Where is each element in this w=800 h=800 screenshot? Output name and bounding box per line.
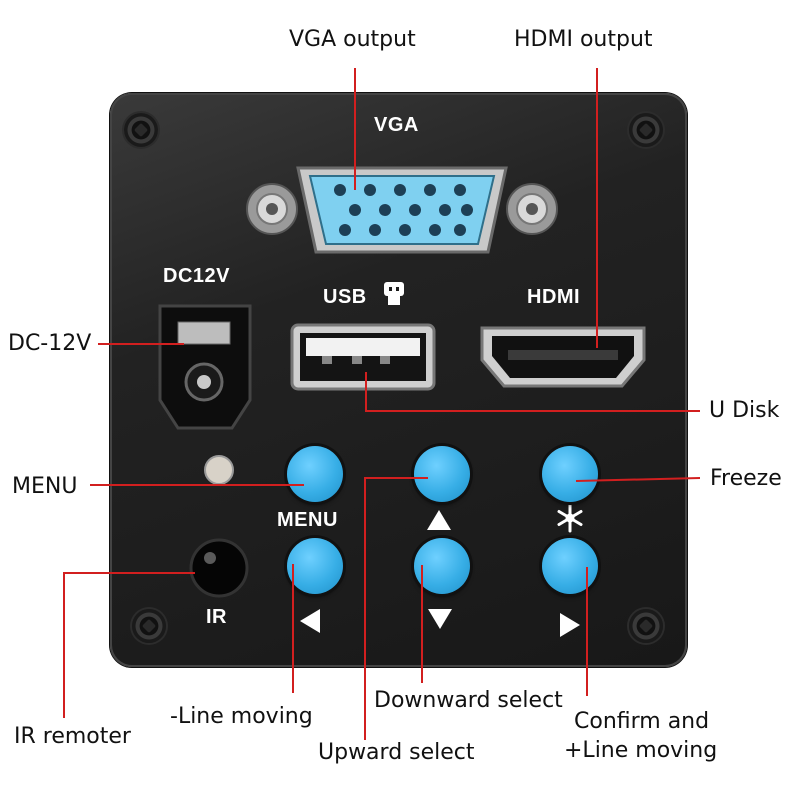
leader-ir (63, 572, 195, 718)
callout-upward-select: Upward select (318, 740, 475, 765)
leader-up (364, 477, 428, 740)
left-arrow-icon (300, 609, 320, 633)
right-button[interactable] (542, 538, 598, 594)
down-button[interactable] (414, 538, 470, 594)
dc-power-jack[interactable] (158, 304, 252, 430)
vga-thumbscrew-left (246, 183, 298, 235)
callout-ir-remoter: IR remoter (14, 724, 131, 749)
dc12v-label: DC12V (163, 265, 230, 287)
callout-u-disk: U Disk (709, 398, 780, 423)
usb-trident-icon (384, 282, 404, 305)
usb-label: USB (323, 286, 367, 308)
callout-menu: MENU (12, 474, 78, 499)
right-arrow-icon (560, 613, 580, 637)
screw-top-right (629, 113, 663, 147)
ir-label: IR (206, 606, 227, 628)
screw-bottom-left (132, 609, 166, 643)
left-button[interactable] (287, 538, 343, 594)
vga-label: VGA (374, 114, 419, 136)
up-button[interactable] (414, 446, 470, 502)
screw-top-left (124, 113, 158, 147)
ir-receiver (189, 538, 249, 598)
freeze-button[interactable] (542, 446, 598, 502)
callout-freeze: Freeze (710, 466, 782, 491)
callout-confirm-line2: +Line moving (564, 738, 718, 763)
callout-hdmi-output: HDMI output (514, 27, 653, 52)
vga-port[interactable] (296, 166, 508, 254)
vga-thumbscrew-right (506, 183, 558, 235)
hdmi-label: HDMI (527, 286, 581, 308)
menu-button[interactable] (287, 446, 343, 502)
menu-label: MENU (277, 509, 338, 531)
callout-dc-12v: DC-12V (8, 331, 92, 356)
callout-confirm-line1: Confirm and (574, 709, 710, 734)
leader-freeze (575, 477, 701, 482)
snowflake-icon (557, 503, 583, 533)
screw-bottom-right (629, 609, 663, 643)
down-arrow-icon (428, 609, 452, 629)
usb-port[interactable] (290, 323, 436, 391)
hdmi-port[interactable] (480, 326, 646, 388)
leader-usb (365, 372, 700, 412)
callout-line-moving-minus: -Line moving (170, 704, 313, 729)
callout-vga-output: VGA output (289, 27, 416, 52)
callout-downward-select: Downward select (374, 688, 563, 713)
up-arrow-icon (427, 510, 451, 530)
